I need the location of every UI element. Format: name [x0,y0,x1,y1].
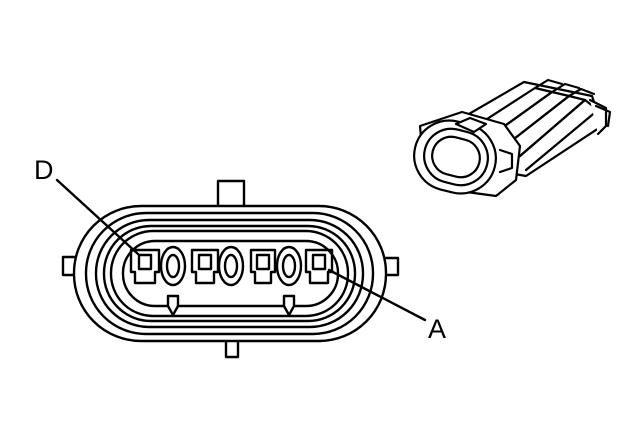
cavity-b [190,248,220,285]
cavity-c [249,248,277,285]
leader-d [55,178,140,256]
connector-isometric-view [413,78,612,198]
seal-ring-4 [109,229,350,318]
round-cavities [159,245,303,287]
seal-ring-3 [102,224,357,323]
bottom-post [224,338,240,359]
seal-ring-2 [94,218,365,329]
key-pin-right [282,294,296,317]
cavity-d [129,248,161,285]
key-pin-left [166,294,180,317]
cavity-a [304,248,334,285]
terminal-cavities [129,248,334,285]
top-latch [216,179,246,210]
callout-label-d: D [34,155,54,185]
seal-ring-1 [84,211,375,336]
callout-label-a: A [428,314,447,344]
connector-face-view [61,179,400,359]
leader-a [327,268,427,322]
